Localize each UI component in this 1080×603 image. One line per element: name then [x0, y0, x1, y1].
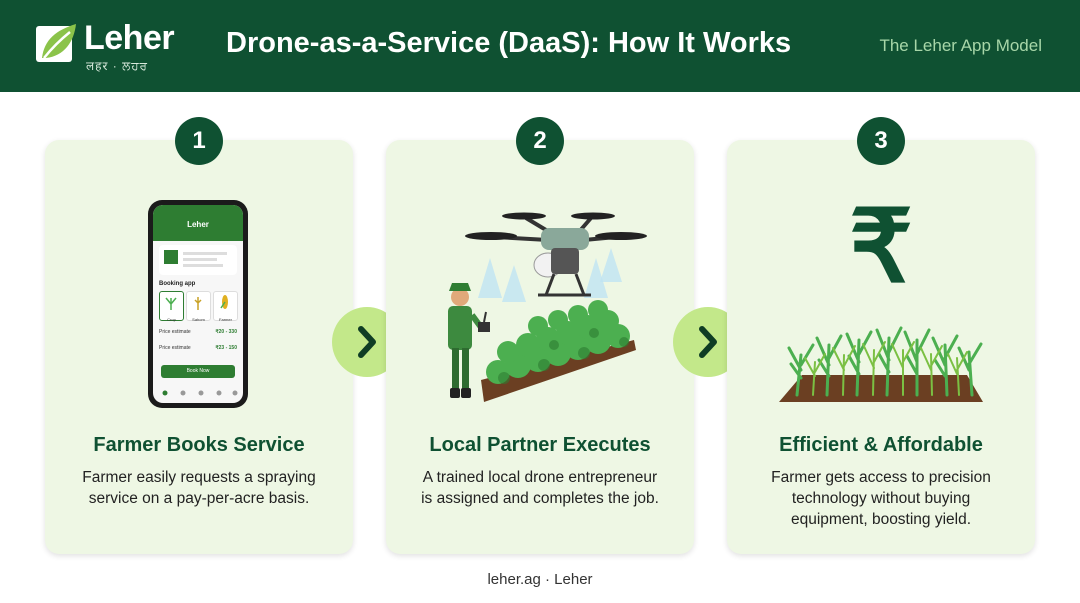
step-title: Efficient & Affordable — [779, 434, 983, 456]
price-value: ₹20 - 330 — [215, 329, 237, 335]
phone-price-row-2: Price estimate ₹23 - 150 — [159, 345, 237, 351]
phone-app-name: Leher — [187, 220, 209, 229]
step-card-2: Local Partner Executes A trained local d… — [386, 140, 694, 554]
price-value: ₹23 - 150 — [215, 345, 237, 351]
price-label: Price estimate — [159, 345, 191, 351]
wheat-icon — [194, 297, 202, 310]
step-title: Farmer Books Service — [93, 434, 305, 456]
phone-device: Leher Booking app Crop Sahom — [148, 200, 248, 408]
phone-option-sahom[interactable]: Sahom — [186, 291, 211, 322]
phone-option-farmer[interactable]: Farmer — [213, 291, 238, 322]
phone-option-crop[interactable]: Crop — [159, 291, 184, 322]
step-number-badge: 1 — [175, 117, 223, 165]
price-label: Price estimate — [159, 329, 191, 335]
step-description: Farmer gets access to precision technolo… — [771, 469, 991, 528]
rupee-icon: ₹ — [849, 191, 913, 303]
header-bar: Leher लहर · ਲਹਰ Drone-as-a-Service (DaaS… — [0, 0, 1080, 92]
brand-subtitle: लहर · ਲਹਰ — [86, 59, 149, 73]
drone-farmer-illustration — [448, 212, 647, 402]
page-subtitle: The Leher App Model — [879, 36, 1042, 55]
step-description: A trained local drone entrepreneur is as… — [421, 469, 659, 507]
phone-option-label: Sahom — [192, 317, 205, 322]
phone-option-label: Farmer — [219, 317, 232, 322]
page-title: Drone-as-a-Service (DaaS): How It Works — [226, 27, 792, 59]
crop-field-illustration — [779, 326, 983, 402]
footer-text: leher.ag · Leher — [487, 571, 593, 588]
phone-nav-icons — [162, 390, 238, 396]
step-number-badge: 3 — [857, 117, 905, 165]
phone-card-icon — [164, 250, 227, 267]
phone-price-row-1: Price estimate ₹20 - 330 — [159, 329, 237, 335]
phone-section-label: Booking app — [159, 281, 196, 287]
phone-app-bar — [153, 205, 243, 241]
leher-logo-icon — [36, 24, 76, 62]
chevron-right-icon — [699, 326, 717, 358]
chevron-right-icon — [358, 326, 376, 358]
phone-info-card — [159, 245, 237, 275]
step-card-1: Leher Booking app Crop Sahom — [45, 140, 353, 554]
corn-icon — [220, 295, 228, 309]
step-number-badge: 2 — [516, 117, 564, 165]
step-card-3: ₹ Efficient & Affordable Farmer gets acc… — [727, 140, 1035, 554]
crop-icon — [165, 297, 177, 310]
phone-option-label: Crop — [167, 317, 176, 322]
brand-name: Leher — [84, 19, 175, 57]
phone-illustration: Leher Booking app Crop Sahom — [45, 140, 353, 430]
step-title: Local Partner Executes — [429, 434, 651, 456]
phone-screen: Leher Booking app Crop Sahom — [153, 205, 243, 403]
book-now-button[interactable]: Book Now — [161, 365, 235, 378]
step-description: Farmer easily requests a spraying servic… — [82, 469, 316, 507]
